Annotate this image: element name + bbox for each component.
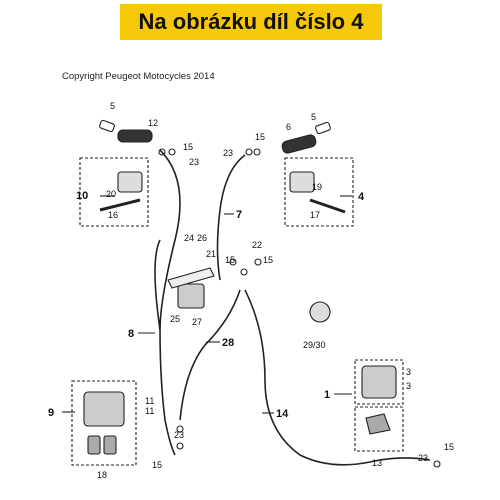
left-grip <box>117 129 153 143</box>
washer <box>245 148 253 156</box>
callout-5: 5 <box>311 112 316 122</box>
callout-16: 16 <box>108 210 118 220</box>
callout-13: 13 <box>372 458 382 468</box>
part-number-banner: Na obrázku díl číslo 4 <box>120 4 382 40</box>
hose-branch <box>154 239 161 331</box>
pad-a <box>87 435 101 455</box>
callout-25: 25 <box>170 314 180 324</box>
left-master-cylinder <box>117 171 143 193</box>
left-bar-end <box>99 119 115 133</box>
callout-17: 17 <box>310 210 320 220</box>
callout-15: 15 <box>263 255 273 265</box>
callout-24: 24 <box>184 233 194 243</box>
front-caliper <box>177 283 205 309</box>
callout-6: 6 <box>286 122 291 132</box>
washer <box>433 460 441 468</box>
callout-19: 19 <box>312 182 322 192</box>
left-lever <box>99 198 141 212</box>
washer <box>229 258 237 266</box>
callout-23: 23 <box>418 453 428 463</box>
right-lever <box>309 198 346 214</box>
callout-14: 14 <box>276 408 289 420</box>
callout-15: 15 <box>225 255 235 265</box>
callout-26: 26 <box>197 233 207 243</box>
right-bar-end <box>315 121 331 135</box>
rear-caliper-box <box>71 380 137 466</box>
brake-hose-7 <box>216 154 246 281</box>
callout-20: 20 <box>106 189 116 199</box>
callout-9: 9 <box>48 407 54 419</box>
callout-12: 12 <box>148 118 158 128</box>
callout-8: 8 <box>128 328 134 340</box>
callout-4: 4 <box>358 191 365 203</box>
callout-5: 5 <box>110 101 115 111</box>
pad-b <box>103 435 117 455</box>
washer <box>240 268 248 276</box>
callout-3: 3 <box>406 367 411 377</box>
callout-18: 18 <box>97 470 107 480</box>
brake-hose-28 <box>179 289 241 421</box>
callout-28: 28 <box>222 337 234 349</box>
callout-15: 15 <box>183 142 193 152</box>
washer <box>168 148 176 156</box>
callout-29-30: 29/30 <box>303 340 326 350</box>
washer <box>158 148 166 156</box>
callout-7: 7 <box>236 209 242 221</box>
callout-15: 15 <box>255 132 265 142</box>
pad-box <box>354 406 404 452</box>
callout-15: 15 <box>152 460 162 470</box>
hose-clamp <box>309 301 331 323</box>
caliper-bracket <box>167 267 215 289</box>
callout-27: 27 <box>192 317 202 327</box>
callout-10: 10 <box>76 190 88 202</box>
copyright-notice: Copyright Peugeot Motocycles 2014 <box>62 71 215 82</box>
callout-23: 23 <box>223 148 233 158</box>
banner-text: Na obrázku díl číslo 4 <box>138 9 364 34</box>
callout-11: 11 <box>145 406 154 416</box>
right-lever-box <box>284 157 354 227</box>
callout-15: 15 <box>444 442 454 452</box>
right-master-cylinder <box>289 171 315 193</box>
caliper-box <box>354 359 404 405</box>
washer <box>176 425 184 433</box>
callout-22: 22 <box>252 240 262 250</box>
callout-11: 11 <box>145 396 154 406</box>
left-lever-box <box>79 157 149 227</box>
right-grip <box>281 134 317 154</box>
callout-21: 21 <box>206 249 216 259</box>
callout-23: 23 <box>174 430 184 440</box>
right-pad <box>365 413 391 435</box>
callout-1: 1 <box>324 389 330 401</box>
callout-23: 23 <box>189 157 199 167</box>
left-caliper <box>83 391 125 427</box>
brake-hose-8 <box>159 149 181 456</box>
brake-cable-14 <box>244 289 431 466</box>
washer <box>176 442 184 450</box>
callout-3: 3 <box>406 381 411 391</box>
washer <box>254 258 262 266</box>
washer <box>253 148 261 156</box>
right-caliper <box>361 365 397 399</box>
